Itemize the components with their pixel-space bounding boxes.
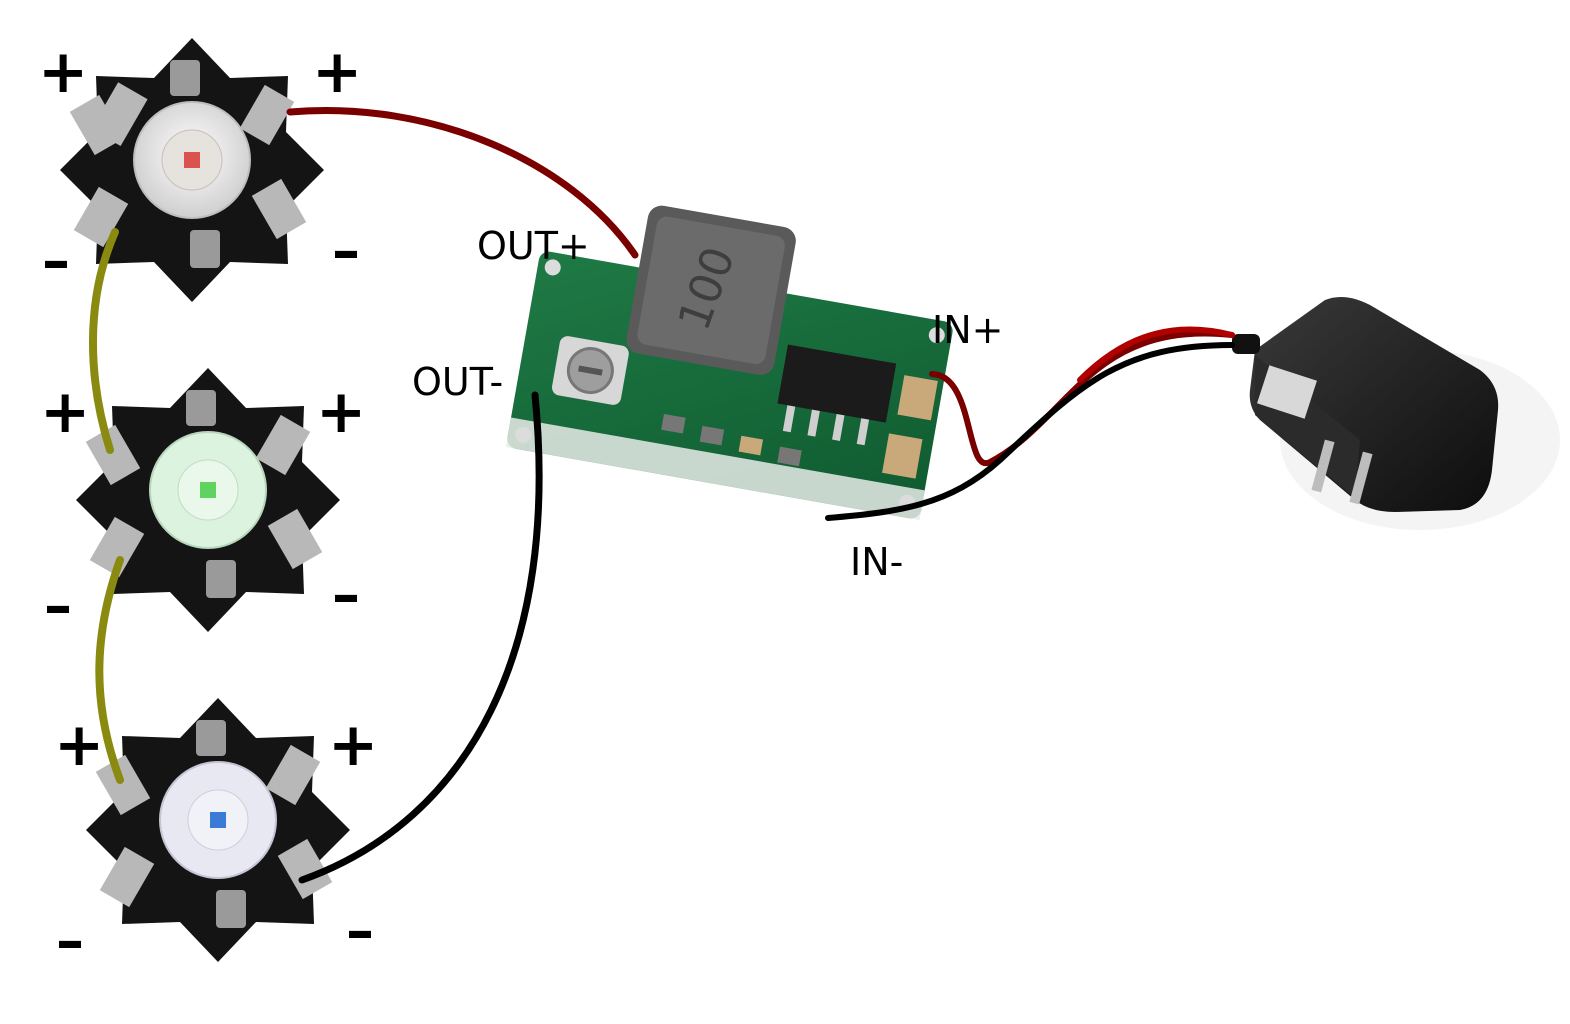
green-led-minus-left: – xyxy=(44,574,72,639)
wire-series-red-green xyxy=(89,228,119,454)
green-led-plus-left: + xyxy=(40,377,90,447)
blue-led-plus-right: + xyxy=(328,710,378,780)
plug-prong xyxy=(1349,451,1373,505)
label-out-plus: OUT+ xyxy=(477,224,590,268)
wire-out-minus xyxy=(298,391,543,884)
wire-adapter-red xyxy=(1077,326,1235,383)
plug-prong xyxy=(1311,439,1335,493)
buck-converter-board: 100 xyxy=(505,205,953,520)
blue-led-plus-left: + xyxy=(54,710,104,780)
green-led-minus-right: – xyxy=(332,563,360,628)
green-led-plus-right: + xyxy=(316,377,366,447)
blue-led-minus-right: – xyxy=(346,899,374,964)
red-led-plus-right: + xyxy=(312,37,362,107)
label-out-minus: OUT- xyxy=(412,360,503,404)
led-star-blue xyxy=(86,698,350,962)
blue-led-minus-left: – xyxy=(56,909,84,974)
inductor: 100 xyxy=(626,205,796,375)
red-led-minus-right: – xyxy=(332,219,360,284)
wire-series-green-blue xyxy=(95,556,124,784)
led-star-red xyxy=(60,38,324,302)
led-chip xyxy=(210,812,226,828)
ic-chip xyxy=(777,344,897,446)
wire-in-minus xyxy=(825,342,1235,521)
led-chip xyxy=(184,152,200,168)
wire-in-plus xyxy=(929,330,1235,467)
label-in-minus: IN- xyxy=(850,540,903,584)
wall-adapter xyxy=(1232,296,1560,530)
led-chip xyxy=(200,482,216,498)
red-led-minus-left: – xyxy=(42,229,70,294)
led-star-green xyxy=(76,368,340,632)
label-in-plus: IN+ xyxy=(932,308,1003,352)
adapter-label xyxy=(1257,365,1317,419)
potentiometer xyxy=(551,336,629,405)
red-led-plus-left: + xyxy=(38,37,88,107)
wire-out-plus xyxy=(286,106,639,259)
